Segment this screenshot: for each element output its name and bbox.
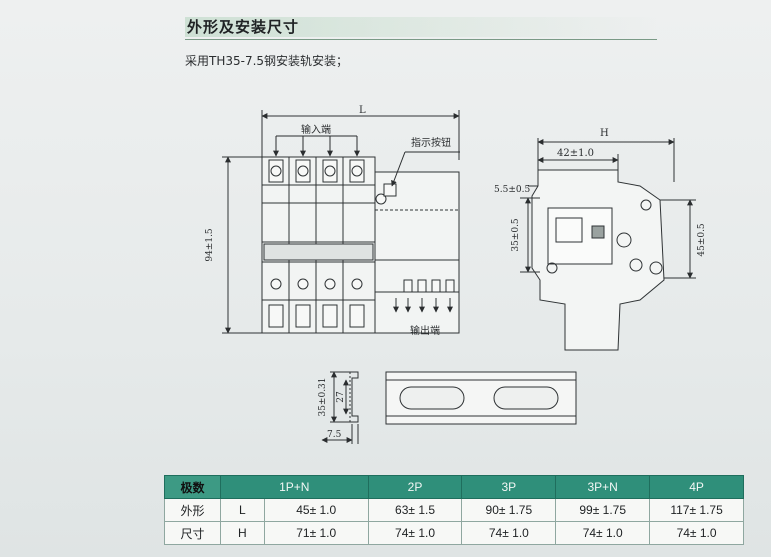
table-cell: 63± 1.5: [367, 498, 463, 522]
header-4p: 4P: [649, 475, 744, 499]
table-cell: 90± 1.75: [461, 498, 557, 522]
rail-dim-35: 35±0.31: [318, 377, 328, 416]
table-row: 外形 L 45± 1.0 63± 1.5 90± 1.75 99± 1.75 1…: [164, 498, 744, 522]
table-cell: 74± 1.0: [461, 521, 557, 545]
front-height-label: 94±1.5: [205, 228, 215, 262]
front-view: [222, 110, 460, 334]
rail-dim-7-5: 7.5: [327, 430, 342, 440]
side-dim-5-5: 5.5±0.5: [494, 185, 530, 195]
dimension-drawing: 输入端 L 94±1.5 指示按钮 输出端: [205, 105, 707, 444]
output-terminal-label: 输出端: [410, 324, 440, 337]
header-pole-count: 极数: [164, 475, 221, 499]
indicator-button-label: 指示按钮: [411, 136, 451, 149]
table-cell: 74± 1.0: [649, 521, 744, 545]
header-2p: 2P: [367, 475, 463, 499]
rail-dim-27: 27: [336, 391, 346, 403]
table-cell: 99± 1.75: [555, 498, 651, 522]
row-symbol: L: [219, 498, 265, 522]
side-dim-35: 35±0.5: [511, 218, 521, 252]
row-name: 外形: [164, 498, 221, 522]
header-1p-n: 1P+N: [219, 475, 369, 499]
side-view: [520, 138, 696, 351]
header-3p-n: 3P+N: [555, 475, 651, 499]
table-cell: 74± 1.0: [555, 521, 651, 545]
indicator-callout: [391, 151, 460, 187]
table-cell: 45± 1.0: [263, 498, 369, 522]
front-width-label: L: [359, 105, 366, 116]
side-dim-42: 42±1.0: [557, 148, 594, 159]
table-cell: 74± 1.0: [367, 521, 463, 545]
table-header-row: 极数 1P+N 2P 3P 3P+N 4P: [164, 475, 744, 499]
side-dim-45: 45±0.5: [697, 223, 707, 257]
table-cell: 117± 1.75: [649, 498, 744, 522]
row-name: 尺寸: [164, 521, 221, 545]
rail-profile: [321, 371, 577, 444]
dimension-table: 极数 1P+N 2P 3P 3P+N 4P 外形 L 45± 1.0 63± 1…: [164, 475, 744, 545]
output-terminals: [393, 279, 455, 313]
input-arrows: [273, 135, 360, 157]
table-row: 尺寸 H 71± 1.0 74± 1.0 74± 1.0 74± 1.0 74±…: [164, 521, 744, 545]
terminal-screws: [268, 159, 397, 328]
section-title: 外形及安装尺寸: [185, 17, 657, 40]
mounting-note: 采用TH35-7.5钢安装轨安装；: [185, 54, 349, 68]
table-cell: 71± 1.0: [263, 521, 369, 545]
header-3p: 3P: [461, 475, 557, 499]
input-terminal-label: 输入端: [301, 123, 331, 136]
row-symbol: H: [219, 521, 265, 545]
side-depth-label: H: [600, 128, 609, 139]
